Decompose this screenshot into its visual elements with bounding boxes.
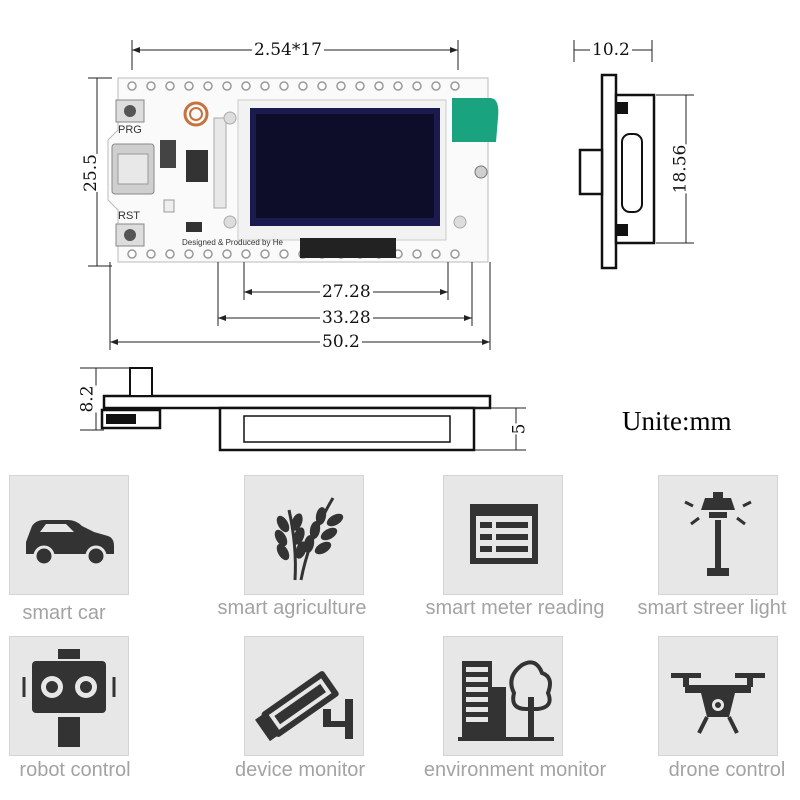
screen-outer-dimension: 33.28 — [320, 308, 373, 328]
label-smart-car: smart car — [22, 602, 106, 624]
street-light-icon — [684, 492, 752, 576]
board-credit: Designed & Produced by He — [182, 238, 283, 247]
unit-label: Unite:mm — [622, 406, 732, 436]
rst-label: RST — [118, 210, 140, 222]
label-device-monitor: device monitor — [234, 759, 366, 781]
side-total-dimension: 8.2 — [77, 385, 98, 413]
pin-pitch-dimension: 2.54*17 — [252, 40, 324, 60]
tile-drone-control — [658, 636, 778, 756]
total-length-dimension: 50.2 — [320, 332, 362, 352]
tile-smart-meter-reading — [443, 475, 563, 595]
tile-smart-agriculture — [244, 475, 364, 595]
wheat-icon — [274, 497, 344, 581]
side-width-dimension: 10.2 — [590, 40, 632, 60]
label-environment-monitor: environment monitor — [423, 759, 607, 781]
tile-smart-street-light — [658, 475, 778, 595]
height-dimension: 25.5 — [80, 154, 101, 192]
board-front-view — [80, 40, 694, 452]
camera-icon — [255, 671, 353, 742]
screen-inner-dimension: 27.28 — [320, 282, 373, 302]
tile-smart-car — [9, 475, 129, 595]
label-robot-control: robot control — [19, 759, 131, 781]
tile-environment-monitor — [443, 636, 563, 756]
robot-icon — [22, 649, 116, 747]
label-smart-meter-reading: smart meter reading — [425, 597, 605, 619]
prg-label: PRG — [118, 124, 142, 136]
side-height-dimension: 18.56 — [670, 144, 691, 194]
city-tree-icon — [458, 660, 554, 741]
tile-device-monitor — [244, 636, 364, 756]
meter-icon — [470, 504, 538, 564]
label-smart-street-light: smart streer light — [637, 597, 787, 619]
label-drone-control: drone control — [668, 759, 786, 781]
label-smart-agriculture: smart agriculture — [217, 597, 367, 619]
car-icon — [26, 520, 114, 567]
drone-icon — [671, 673, 765, 734]
screen-thickness-dimension: 5 — [509, 423, 530, 435]
tile-robot-control — [9, 636, 129, 756]
